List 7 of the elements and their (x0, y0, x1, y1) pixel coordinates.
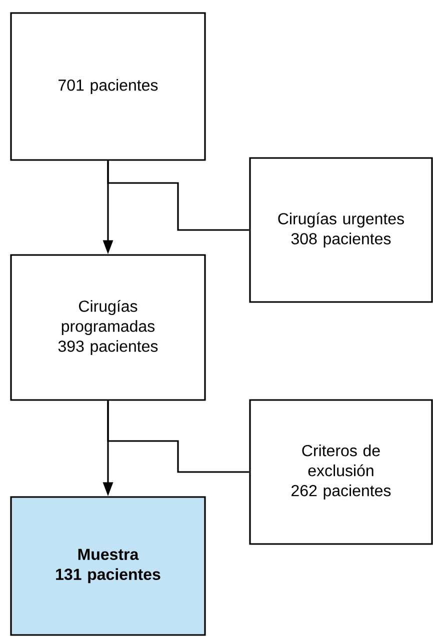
process-box: 701 pacientes (10, 12, 206, 161)
process-box: Criteros de exclusión 262 pacientes (249, 399, 433, 545)
connector-line (107, 400, 250, 473)
sample-box: Muestra 131 pacientes (10, 496, 206, 636)
connector-line (107, 160, 250, 231)
process-box: Cirugías urgentes 308 pacientes (249, 157, 433, 303)
process-box: Cirugías programadas 393 pacientes (10, 254, 206, 401)
